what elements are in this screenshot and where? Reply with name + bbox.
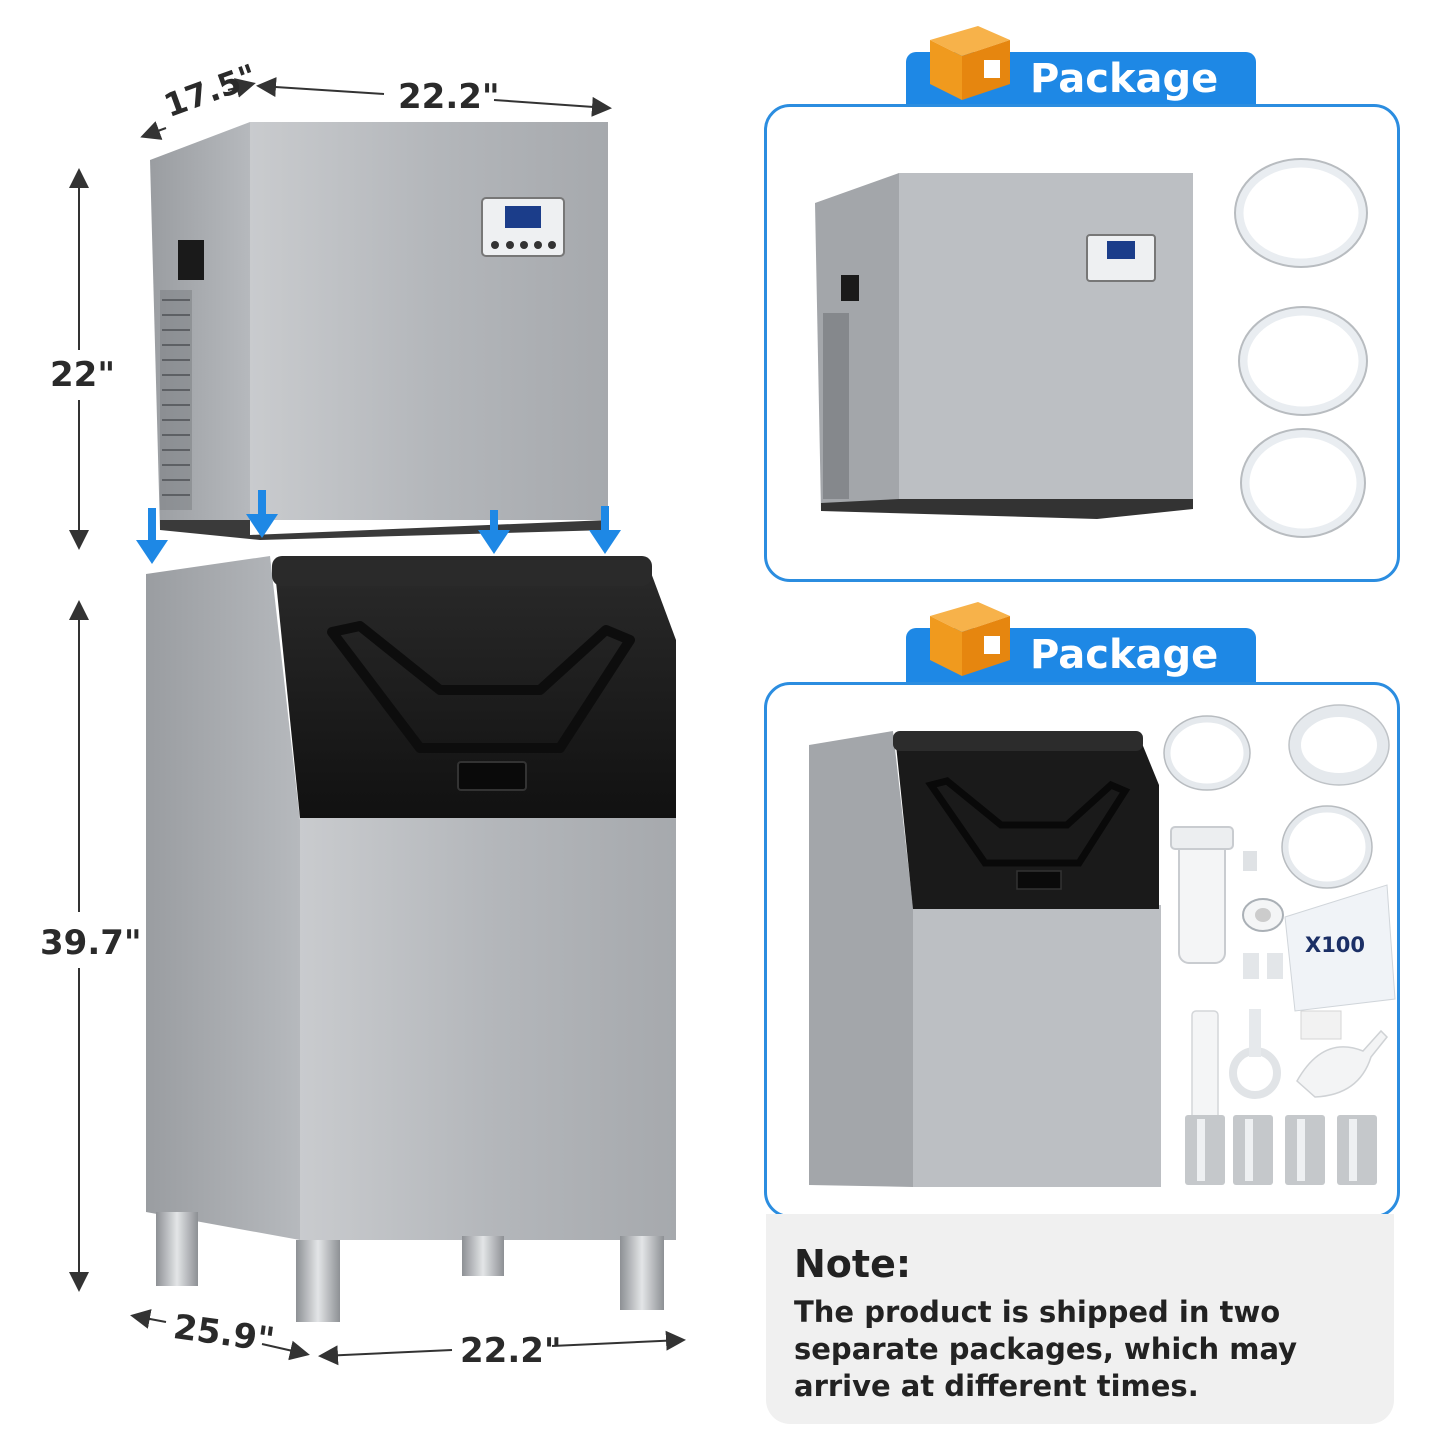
ice-storage-bin [146, 556, 676, 1322]
dimension-lines [69, 77, 686, 1366]
package-box-icon [930, 26, 1010, 100]
package-1-panel [764, 104, 1400, 582]
mounting-arrows [136, 490, 621, 564]
dimension-bin-height: 39.7" [40, 923, 142, 963]
ice-maker-illustration [69, 77, 686, 1366]
dimension-top-width: 22.2" [398, 77, 500, 117]
package-box-icon [930, 602, 1010, 676]
package-1-contents [815, 158, 1368, 538]
leveling-feet [1185, 1115, 1377, 1185]
storage-bin-thumbnail [809, 731, 1161, 1187]
ice-maker-head-unit [150, 122, 608, 540]
package-1-tab: Package 1 [906, 26, 1256, 156]
package-2-tab: Package 2 [906, 602, 1256, 732]
package-2-panel: X100 [764, 682, 1400, 1218]
water-hoses [1234, 158, 1368, 538]
dimension-top-height: 22" [50, 355, 116, 395]
dimension-bin-width: 22.2" [460, 1331, 562, 1371]
accessories [1163, 704, 1396, 1185]
ice-bag-count: X100 [1305, 933, 1366, 957]
note-title: Note: [794, 1242, 912, 1286]
shipping-note: Note: The product is shipped in two sepa… [766, 1214, 1394, 1424]
note-body: The product is shipped in two separate p… [794, 1295, 1298, 1403]
head-unit-thumbnail [815, 173, 1193, 519]
control-panel [481, 197, 565, 257]
package-2-contents [809, 704, 1396, 1187]
